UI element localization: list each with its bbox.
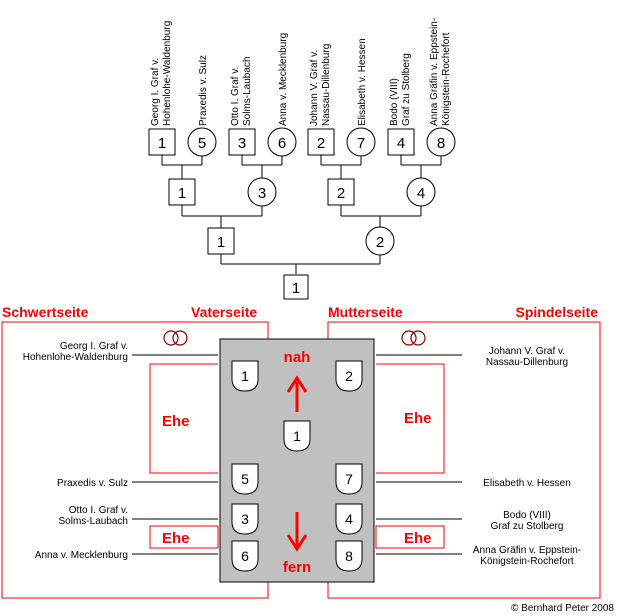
ehe-box-right [375,525,445,549]
shield-number: 4 [345,511,353,527]
ancestor-name: Anna Gräfin v. Eppstein- [429,18,440,126]
right-person-name: Königstein-Rochefort [480,556,574,567]
right-person-name: Graf zu Stolberg [491,521,564,532]
ehe-label-right: Ehe [404,410,432,427]
right-person-name: Bodo (VIII) [503,510,551,521]
right-person-name: Nassau-Dillenburg [486,357,568,368]
ancestor-gen4-4: 4 [387,128,415,156]
copyright: © Bernhard Peter 2008 [511,603,614,614]
shield-left-6: 6 [231,540,259,572]
shield-group: 1 5 3 6 2 7 4 8 1 [231,360,363,572]
ehe-bracket-right [376,363,445,474]
shield-number: 2 [345,368,353,384]
node-number: 2 [317,135,325,152]
node-number: 2 [376,234,384,251]
arrow-down-icon [286,512,308,552]
shield-right-7: 7 [335,463,363,495]
ancestor-gen4-5: 5 [187,127,217,157]
node-number: 8 [437,135,445,152]
vaterseite-label: Vaterseite [191,304,257,320]
ancestor-name: Georg I. Graf v. [150,58,161,126]
mutterseite-label: Mutterseite [328,304,403,320]
ehe-small-label-right: Ehe [404,530,432,547]
node-number: 4 [397,135,405,152]
ancestor-name: Hohenlohe-Waldenburg [162,21,173,126]
ancestor-gen4-6: 6 [267,127,297,157]
node-number: 1 [217,234,225,251]
ehe-box-left [149,525,219,549]
ancestor-gen3-4: 4 [406,177,436,207]
ancestor-gen3-2: 2 [327,178,355,206]
ancestor-gen4-7: 7 [346,127,376,157]
ancestor-name: Johann V. Graf v. [309,50,320,126]
left-person-name: Anna v. Mecklenburg [35,550,128,561]
shield-right-4: 4 [335,503,363,535]
right-person-name: Elisabeth v. Hessen [483,478,571,489]
ancestor-gen3-1: 1 [168,178,196,206]
shield-number: 5 [241,471,249,487]
left-person-name: Hohenlohe-Waldenburg [23,352,128,363]
ancestor-name: Otto I. Graf v. [230,67,241,126]
ancestor-name: Praxedis v. Sulz [198,55,209,126]
marriage-rings-icon [163,330,188,346]
node-number: 1 [292,280,300,297]
spindelseite-label: Spindelseite [516,304,599,320]
node-number: 2 [337,185,345,202]
node-number: 1 [158,135,166,152]
shield-left-5: 5 [231,463,259,495]
shield-number: 1 [241,368,249,384]
left-person-name: Praxedis v. Sulz [57,478,128,489]
ancestor-name: Elisabeth v. Hessen [357,38,368,126]
node-number: 3 [238,135,246,152]
shield-left-3: 3 [231,503,259,535]
shield-right-2: 2 [335,360,363,392]
ehe-bracket-right-bg [400,406,440,430]
shield-number: 1 [293,428,301,444]
arrow-up-icon [286,375,308,412]
ancestor-name: Solms-Laubach [242,57,253,126]
ancestor-gen4-8: 8 [426,127,456,157]
ancestor-gen4-2: 2 [307,128,335,156]
marriage-rings-icon [401,330,426,346]
shield-center-1: 1 [283,420,311,452]
ancestor-name: Graf zu Stolberg [401,53,412,126]
fern-label: fern [283,559,311,576]
schwertseite-label: Schwertseite [2,304,89,320]
shield-left-1: 1 [231,360,259,392]
node-number: 1 [178,185,186,202]
ancestor-gen4-1: 1 [148,128,176,156]
node-number: 6 [278,135,286,152]
node-number: 7 [357,135,365,152]
ancestor-name: Königstein-Rochefort [441,32,452,126]
pedigree-tree: 1 Georg I. Graf v.Hohenlohe-Waldenburg 5 Pr… [148,18,456,300]
ancestor-gen4-3: 3 [228,128,256,156]
ehe-label-left: Ehe [162,413,190,430]
ehe-bracket-left-bg [155,406,195,430]
nah-label: nah [284,349,311,366]
ancestor-gen3-3: 3 [247,177,277,207]
left-person-name: Georg I. Graf v. [60,341,128,352]
node-number: 5 [198,135,206,152]
node-number: 3 [258,185,266,202]
ancestor-gen2-1: 1 [207,227,235,255]
shield-number: 8 [345,548,353,564]
ehe-small-label-left: Ehe [162,530,190,547]
shield-right-8: 8 [335,540,363,572]
ehe-bracket-left [149,363,218,474]
ancestor-gen2-2: 2 [365,226,395,256]
left-person-name: Solms-Laubach [59,516,128,527]
ancestor-name: Anna v. Mecklenburg [278,33,289,126]
ancestor-name: Nassau-Dillenburg [321,44,332,126]
proband-gen1-1: 1 [283,274,309,300]
node-number: 4 [417,185,425,202]
shield-number: 3 [241,511,249,527]
shield-number: 6 [241,548,249,564]
shield-number: 7 [345,471,353,487]
ancestor-name: Bodo (VIII) [389,78,400,126]
right-person-name: Anna Gräfin v. Eppstein- [473,545,581,556]
left-person-name: Otto I. Graf v. [69,505,128,516]
right-person-name: Johann V. Graf v. [489,346,565,357]
side-names: Georg I. Graf v.Hohenlohe-WaldenburgPrax… [23,341,581,567]
